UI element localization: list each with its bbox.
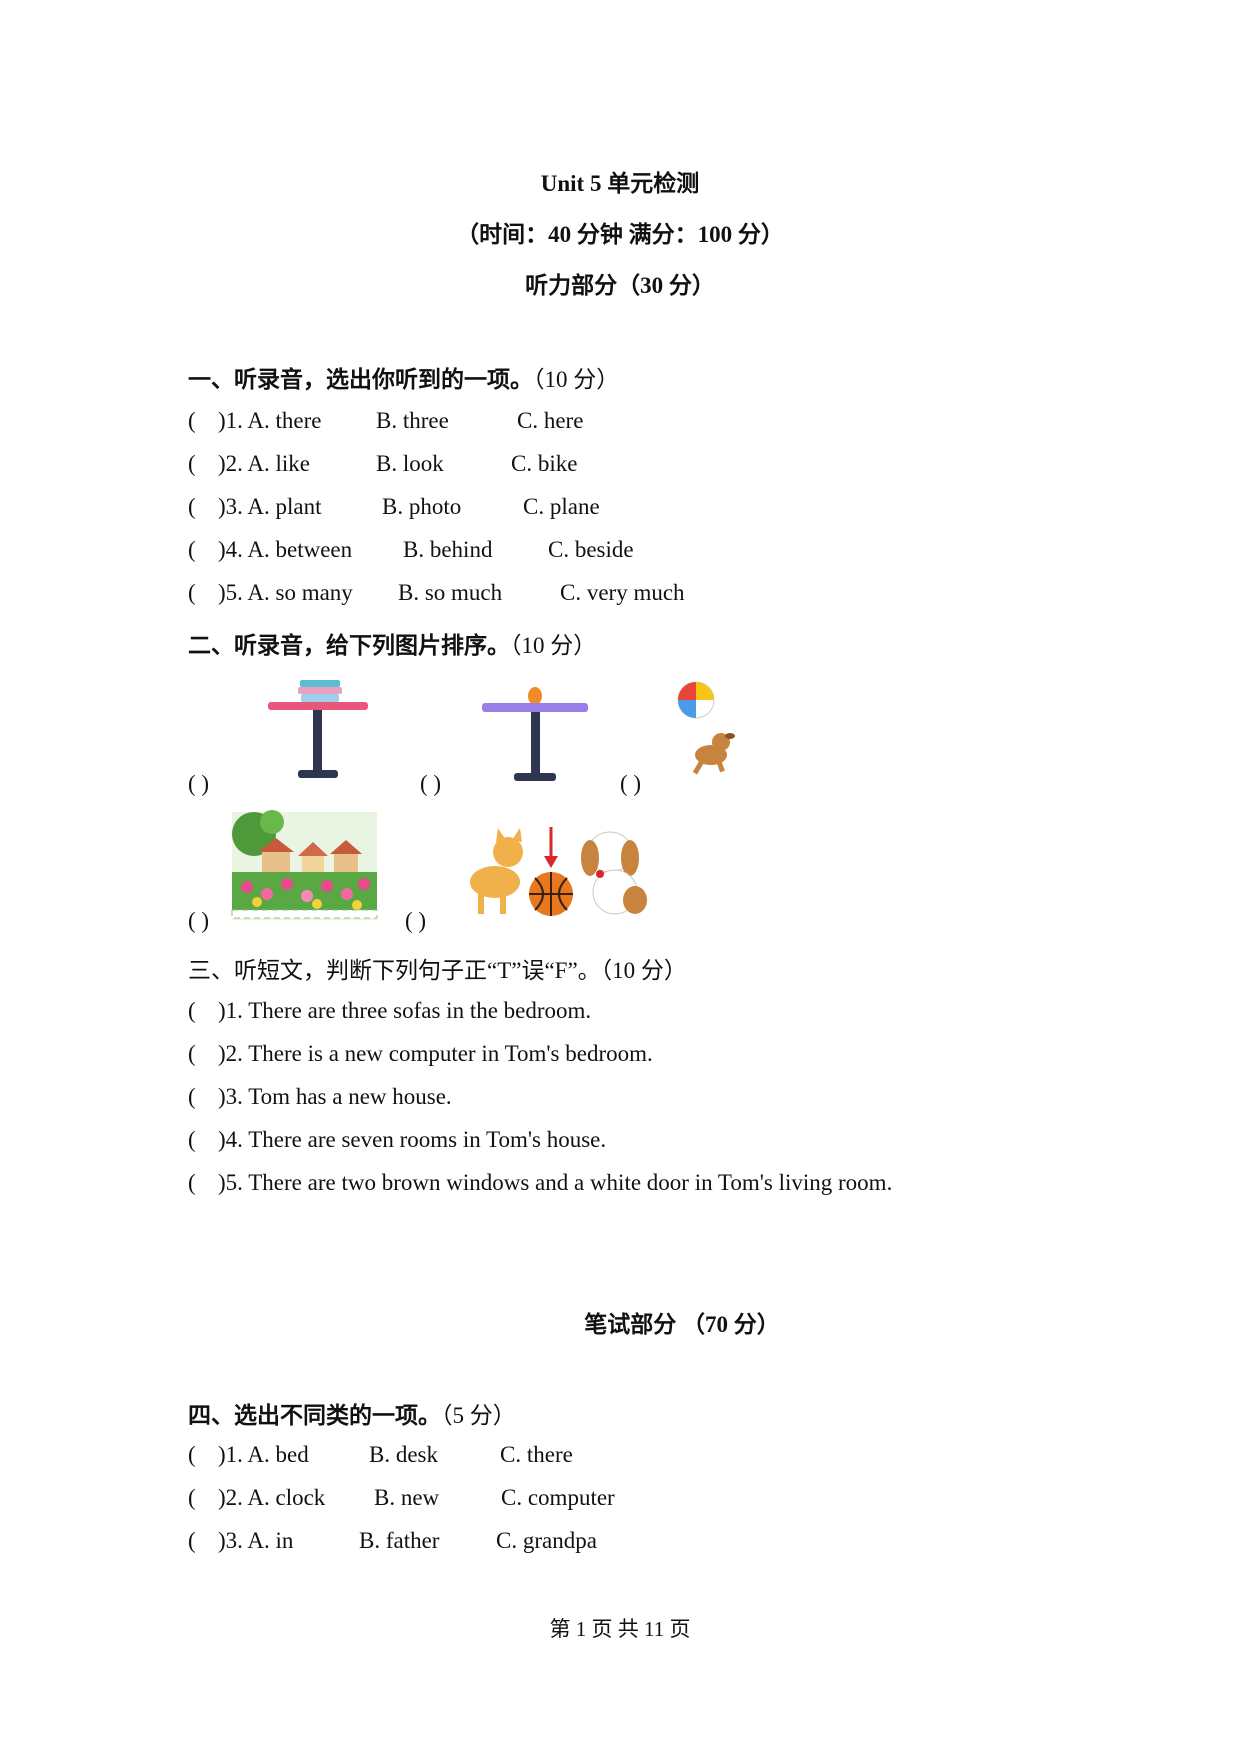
- section2-score: （10 分）: [510, 633, 597, 658]
- picture-blank-5: ( ): [405, 908, 427, 933]
- cat-ball-dog-picture: [470, 827, 647, 916]
- section2-heading: 二、听录音，给下列图片排序。（10 分）: [188, 626, 596, 660]
- ball-above-dog-picture: [677, 681, 735, 775]
- garden-picture: [231, 810, 378, 920]
- list-item: ()4. A. between B. behind C. beside: [188, 537, 634, 562]
- list-item: ()2. A. clock B. new C. computer: [188, 1485, 615, 1510]
- section4-heading-text: 四、选出不同类的一项。: [188, 1403, 441, 1428]
- list-item: ()4. There are seven rooms in Tom's hous…: [188, 1127, 607, 1152]
- list-item: ()3. A. in B. father C. grandpa: [188, 1528, 597, 1553]
- list-item: ()2. There is a new computer in Tom's be…: [188, 1041, 653, 1066]
- page-subtitle: （时间：40 分钟 满分：100 分）: [456, 222, 784, 247]
- list-item: ()2. A. like B. look C. bike: [188, 451, 578, 476]
- list-item: ()3. A. plant B. photo C. plane: [188, 494, 600, 519]
- section1-heading: 一、听录音，选出你听到的一项。（10 分）: [188, 360, 619, 394]
- page-title: Unit 5 单元检测: [540, 171, 700, 196]
- picture-blank-3: ( ): [620, 771, 642, 796]
- picture-blank-1: ( ): [188, 771, 210, 796]
- section1-heading-text: 一、听录音，选出你听到的一项。: [188, 367, 533, 392]
- list-item: ()1. A. there B. three C. here: [188, 408, 584, 433]
- section2-heading-text: 二、听录音，给下列图片排序。: [188, 633, 510, 658]
- picture-blank-4: ( ): [188, 908, 210, 933]
- written-title: 笔试部分 （70 分）: [584, 1312, 780, 1337]
- section4-score: （5 分）: [441, 1403, 516, 1428]
- listening-title: 听力部分（30 分）: [525, 273, 715, 298]
- page-footer: 第 1 页 共 11 页: [549, 1617, 691, 1641]
- list-item: ()1. A. bed B. desk C. there: [188, 1442, 573, 1467]
- section4-heading: 四、选出不同类的一项。（5 分）: [188, 1396, 516, 1430]
- list-item: ()1. There are three sofas in the bedroo…: [188, 998, 592, 1023]
- table-with-ball-picture: [482, 687, 588, 781]
- list-item: ()3. Tom has a new house.: [188, 1084, 452, 1109]
- section1-score: （10 分）: [533, 367, 620, 392]
- picture-blank-2: ( ): [420, 771, 442, 796]
- list-item: ()5. A. so many B. so much C. very much: [188, 580, 685, 605]
- section3-heading: 三、听短文，判断下列句子正“T”误“F”。（10 分）: [188, 958, 687, 983]
- table-with-books-picture: [268, 680, 368, 778]
- list-item: ()5. There are two brown windows and a w…: [188, 1170, 893, 1195]
